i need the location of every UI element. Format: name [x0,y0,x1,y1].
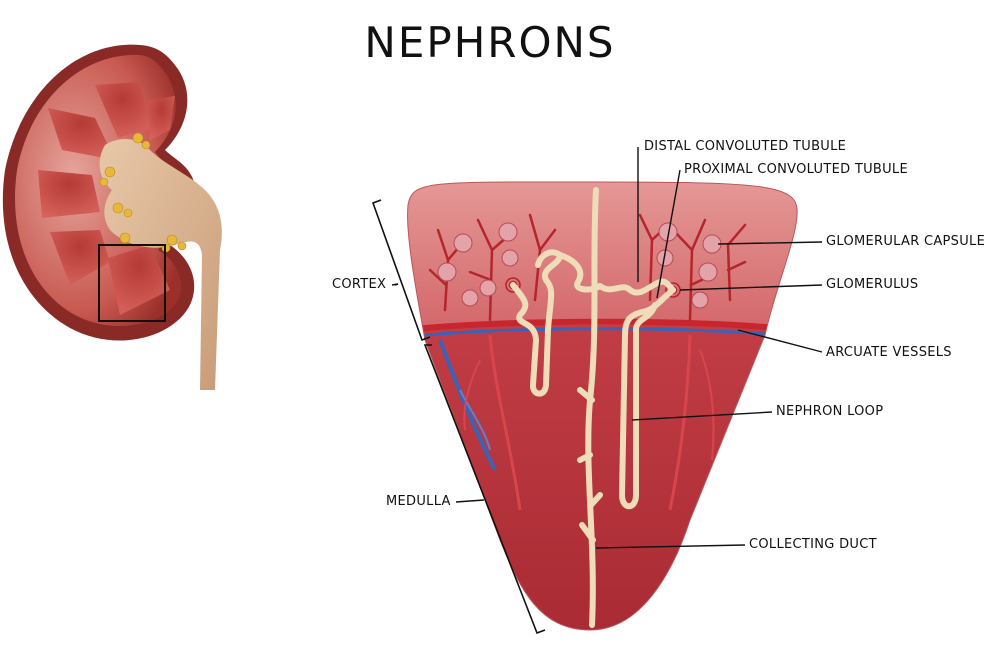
vasa-recta [488,334,522,511]
medulla-bracket [423,344,546,635]
kidney-illustration [2,44,222,390]
label-proximal-convoluted-tubule: PROXIMAL CONVOLUTED TUBULE [684,162,908,177]
vasa-recta [463,359,481,431]
leader-capsule [717,241,823,245]
kidney-pyramid [50,230,110,285]
label-medulla: MEDULLA [386,494,451,509]
label-cortex: CORTEX [332,277,387,292]
zoom-selection-box [98,244,166,322]
vasa-recta [699,349,715,461]
vasa-recta [668,334,692,511]
kidney-pyramid [95,82,150,138]
leader-proximal [656,169,681,299]
kidney-pyramid [38,170,100,218]
renal-pelvis [99,138,222,390]
label-collecting-duct: COLLECTING DUCT [749,537,877,552]
renal-fat [99,132,187,253]
cortical-arterioles [428,213,747,322]
leader-duct [595,544,746,549]
label-glomerular-capsule: GLOMERULAR CAPSULE [826,234,986,249]
medulla-region [407,325,798,630]
diagram-title: NEPHRONS [364,18,616,67]
leader-arcuate [737,329,823,353]
label-nephron-loop: NEPHRON LOOP [776,404,884,419]
label-distal-convoluted-tubule: DISTAL CONVOLUTED TUBULE [644,139,847,154]
renal-section [407,181,798,631]
kidney-pyramid [48,108,115,160]
leader-lines [391,147,823,549]
kidney-pyramid [108,245,170,315]
kidney-pyramid [148,96,175,140]
tubules [510,187,676,628]
leader-medulla [455,499,485,503]
label-glomerulus: GLOMERULUS [826,277,919,292]
vein-left [438,339,497,471]
leader-glomerulus [679,284,823,291]
leader-cortex [391,283,399,286]
glomerular-capsules [437,222,722,309]
leader-loop [631,411,773,421]
label-arcuate-vessels: ARCUATE VESSELS [826,345,952,360]
vein-left-branch [459,389,491,451]
